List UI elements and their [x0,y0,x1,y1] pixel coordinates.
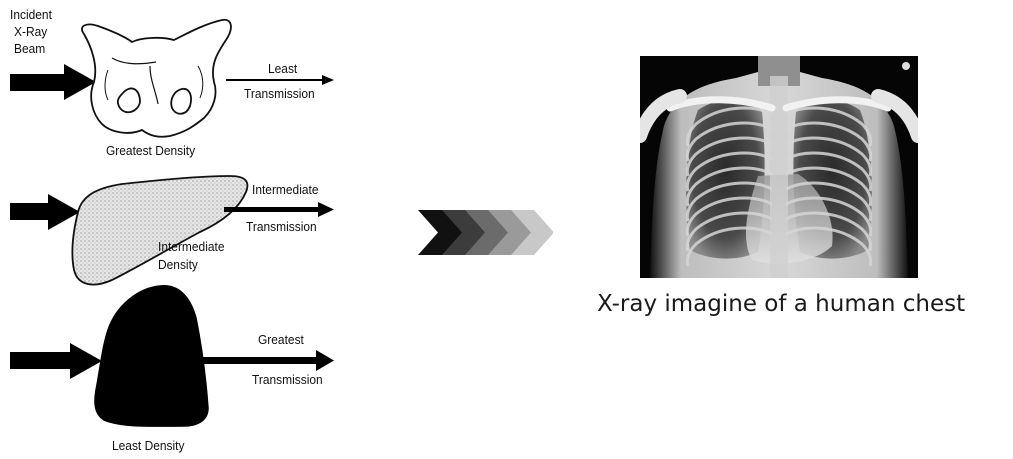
least-density-label: Least Density [112,439,184,453]
greatest-transmission-label-2: Transmission [252,373,323,387]
chevron-arrow-icon [418,210,553,255]
intermediate-transmission-label-2: Transmission [246,220,317,234]
incident-arrow-bone [10,64,96,100]
intermediate-density-label-2: Density [158,258,198,272]
transmission-arrow-least [226,75,334,85]
greatest-transmission-label-1: Greatest [258,333,304,347]
incident-beam-label-1: Incident [10,8,52,22]
intermediate-density-label-1: Intermediate [158,240,224,254]
transmission-arrow-greatest [198,350,334,371]
incident-arrow-air [10,343,102,379]
chest-xray-image [640,56,918,278]
pelvis-bone-shape [82,20,231,137]
lung-air-shape [95,286,208,426]
incident-beam-label-3: Beam [14,42,45,56]
incident-arrow-tissue [10,194,80,230]
chest-xray-rendering [640,56,918,278]
least-transmission-label-2: Transmission [244,87,315,101]
least-transmission-label-1: Least [268,62,297,76]
greatest-density-label: Greatest Density [106,144,195,158]
xray-caption: X-ray imagine of a human chest [597,291,1013,317]
transmission-arrow-intermediate [224,202,334,217]
intermediate-transmission-label-1: Intermediate [252,183,318,197]
incident-beam-label-2: X-Ray [14,25,47,39]
